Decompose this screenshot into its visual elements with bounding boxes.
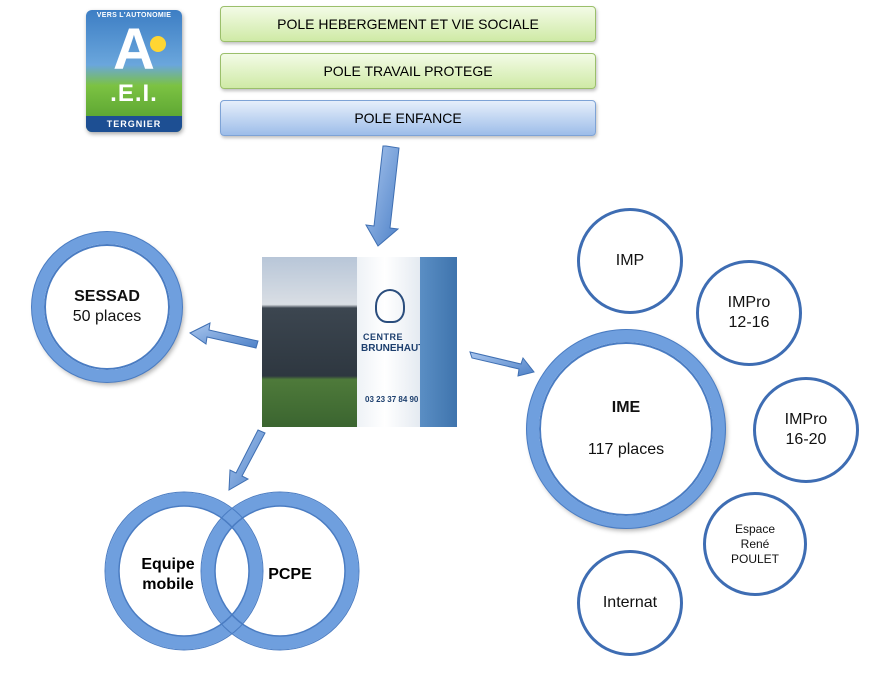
arrow-photo-to-sessad (189, 322, 259, 349)
equipe-line1: Equipe (141, 556, 195, 573)
pcpe-label: PCPE (268, 566, 312, 583)
espace-line1: Espace (734, 521, 776, 536)
imp-label: IMP (615, 252, 645, 269)
impro-16-20-line1: IMPro (784, 411, 828, 428)
centre-brunehaut-photo: CENTRE BRUNEHAUT 03 23 37 84 90 (262, 257, 457, 427)
sign-phone: 03 23 37 84 90 (365, 395, 419, 404)
impro-16-20-line2: 16-20 (785, 431, 827, 448)
espace-line3: POULET (730, 551, 779, 566)
equipe-ring-inner (118, 505, 250, 637)
sessad-circle: SESSAD 50 places (32, 232, 182, 382)
arrow-photo-to-ime (469, 351, 535, 377)
equipe-mobile-label: Equipe mobile (128, 555, 208, 595)
impro-12-16-line1: IMPro (727, 294, 771, 311)
pcpe-ring-inner (214, 505, 346, 637)
aei-logo: VERS L'AUTONOMIE A .E.I. TERGNIER (86, 10, 182, 132)
pcpe-ring (201, 492, 359, 650)
bottom-rings (104, 491, 360, 651)
sessad-title: SESSAD (74, 288, 140, 305)
tree-icon (375, 289, 405, 323)
logo-letter: A (113, 17, 155, 82)
impro-12-16-line2: 12-16 (728, 314, 770, 331)
equipe-line2: mobile (142, 576, 194, 593)
equipe-ring (105, 492, 263, 650)
impro-12-16-circle: IMPro 12-16 (696, 260, 802, 366)
impro-16-20-circle: IMPro 16-20 (753, 377, 859, 483)
arrow-photo-to-bottom (228, 429, 266, 491)
ime-title: IME (611, 399, 641, 416)
pole-enfance: POLE ENFANCE (220, 100, 596, 136)
sign-line2: BRUNEHAUT (361, 343, 425, 354)
pcpe-ring-outer (200, 491, 360, 651)
logo-tagline: VERS L'AUTONOMIE (96, 12, 172, 19)
sign-line1: CENTRE (363, 332, 404, 342)
logo-city: TERGNIER (86, 116, 182, 132)
arrow-pole-to-photo (365, 145, 400, 247)
imp-circle: IMP (577, 208, 683, 314)
logo-ei: .E.I. (110, 80, 158, 107)
sun-icon (150, 36, 166, 52)
internat-label: Internat (602, 594, 658, 611)
photo-post (420, 257, 457, 427)
pole-hebergement: POLE HEBERGEMENT ET VIE SOCIALE (220, 6, 596, 42)
photo-sign: CENTRE BRUNEHAUT 03 23 37 84 90 (357, 257, 427, 427)
espace-rene-poulet-circle: Espace René POULET (703, 492, 807, 596)
internat-circle: Internat (577, 550, 683, 656)
ime-circle: IME 117 places (527, 330, 725, 528)
sessad-places: 50 places (72, 308, 142, 325)
espace-line2: René (740, 536, 770, 551)
pole-travail: POLE TRAVAIL PROTEGE (220, 53, 596, 89)
ime-places: 117 places (587, 441, 665, 458)
equipe-ring-outer (104, 491, 264, 651)
